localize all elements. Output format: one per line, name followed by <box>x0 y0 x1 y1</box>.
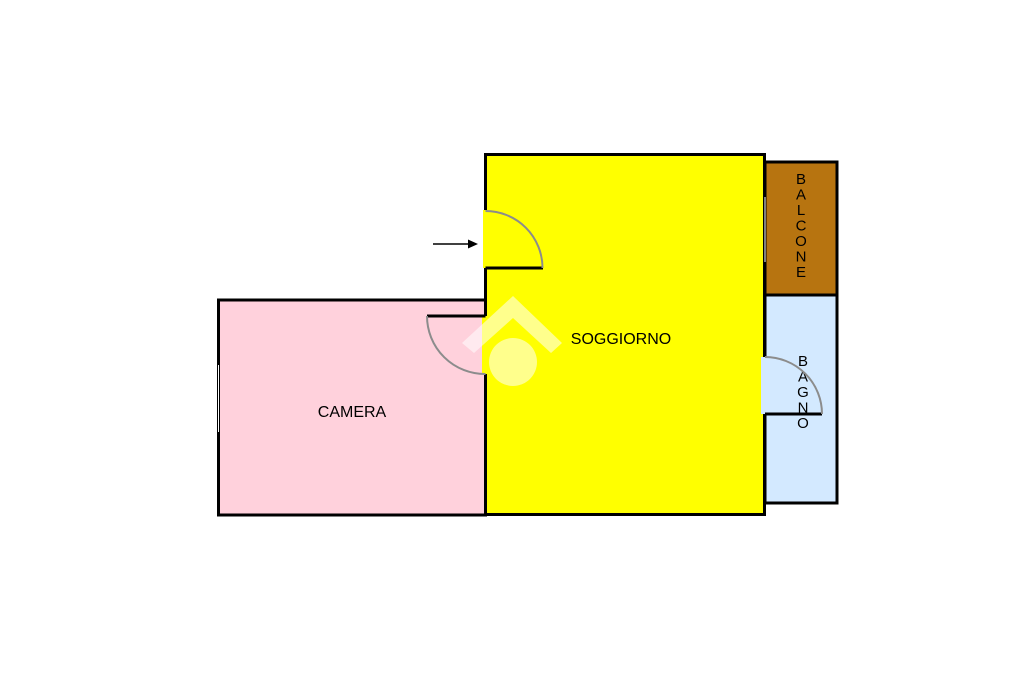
room-camera: CAMERA <box>217 298 487 517</box>
camera-label: CAMERA <box>318 404 387 421</box>
room-soggiorno: SOGGIORNO <box>484 153 766 516</box>
house-logo-watermark <box>462 296 562 386</box>
camera-door <box>426 314 489 376</box>
entrance-door-arc <box>485 210 544 269</box>
bagno-door-arc <box>764 356 823 415</box>
soggiorno-label: SOGGIORNO <box>571 331 671 348</box>
entrance-door <box>483 210 544 270</box>
camera-area <box>217 298 487 517</box>
camera-door-arc <box>426 315 486 376</box>
bagno-area <box>763 293 839 505</box>
bagno-door <box>761 356 823 416</box>
entrance-arrow-icon <box>433 239 478 249</box>
